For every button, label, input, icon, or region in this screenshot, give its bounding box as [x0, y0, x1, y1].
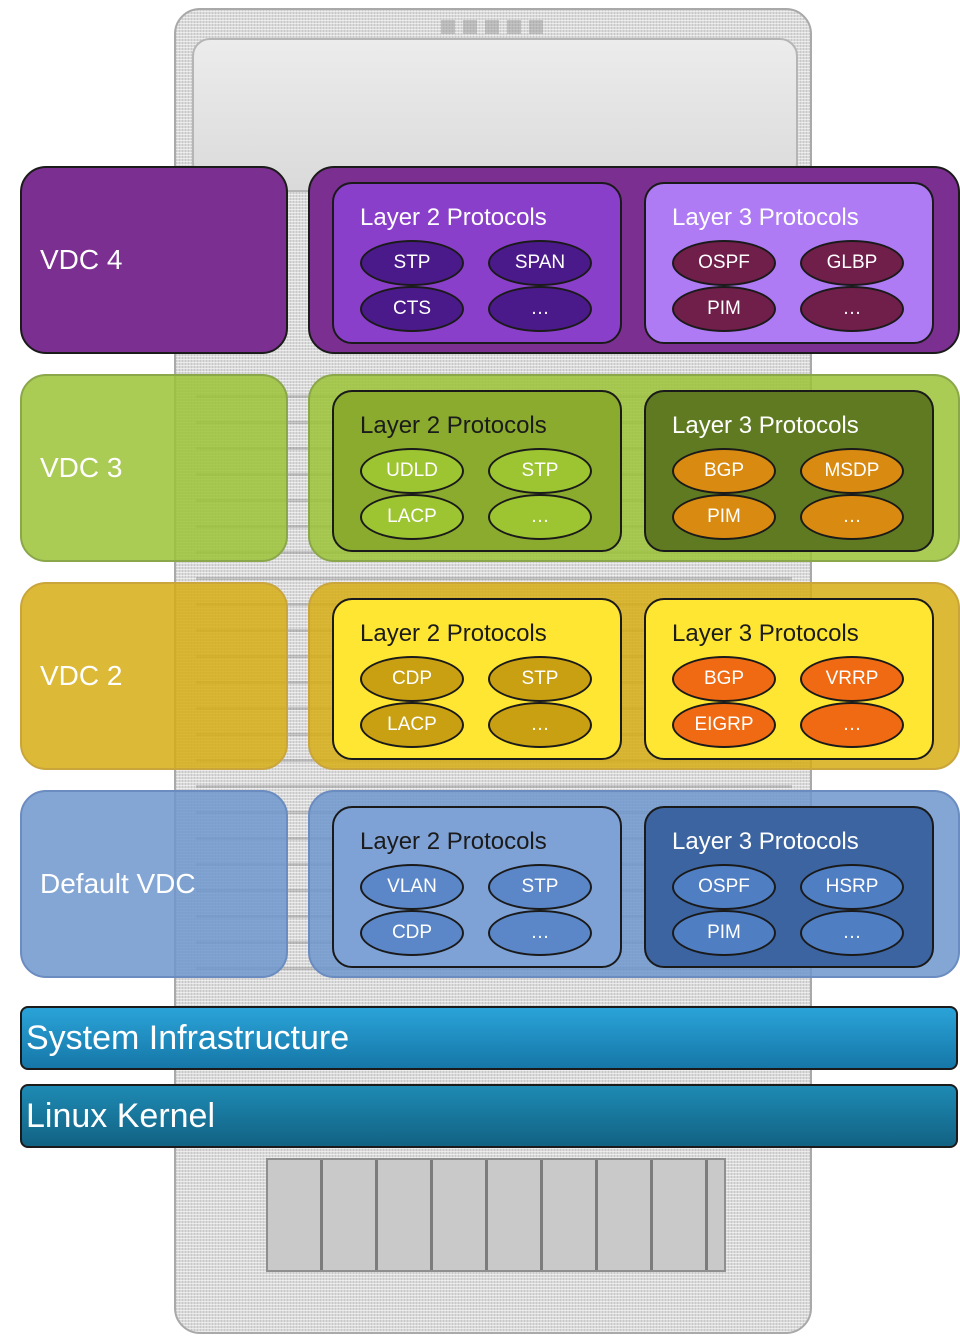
- protocol-oval: LACP: [360, 494, 464, 540]
- protocol-oval: UDLD: [360, 448, 464, 494]
- protocol-oval: BGP: [672, 448, 776, 494]
- protocol-oval: STP: [360, 240, 464, 286]
- layer2-title: Layer 2 Protocols: [360, 204, 547, 231]
- vdc-name: VDC 2: [40, 660, 123, 691]
- layer3-protocols-box: Layer 3 Protocols OSPF GLBP PIM …: [644, 182, 934, 344]
- protocol-oval: STP: [488, 448, 592, 494]
- protocol-oval: STP: [488, 864, 592, 910]
- protocol-oval: …: [800, 910, 904, 956]
- protocol-oval: SPAN: [488, 240, 592, 286]
- layer2-protocols-box: Layer 2 Protocols UDLD STP LACP …: [332, 390, 622, 552]
- layer2-protocols-box: Layer 2 Protocols STP SPAN CTS …: [332, 182, 622, 344]
- protocol-oval: PIM: [672, 494, 776, 540]
- vdc-label: VDC 4: [20, 166, 288, 354]
- vdc-protocol-panel: Layer 2 Protocols VLAN STP CDP … Layer 3…: [308, 790, 960, 978]
- protocol-oval: HSRP: [800, 864, 904, 910]
- protocol-oval: GLBP: [800, 240, 904, 286]
- protocol-oval: OSPF: [672, 240, 776, 286]
- vdc-protocol-panel: Layer 2 Protocols CDP STP LACP … Layer 3…: [308, 582, 960, 770]
- linux-kernel-bar: Linux Kernel: [20, 1084, 958, 1148]
- protocol-oval: MSDP: [800, 448, 904, 494]
- vdc-name: VDC 4: [40, 244, 123, 275]
- chassis-fan-tray: [266, 1158, 726, 1272]
- vdc-name: Default VDC: [40, 868, 196, 899]
- protocol-oval: …: [800, 286, 904, 332]
- protocol-oval: OSPF: [672, 864, 776, 910]
- layer3-protocols-box: Layer 3 Protocols BGP MSDP PIM …: [644, 390, 934, 552]
- protocol-oval: …: [800, 494, 904, 540]
- protocol-oval: …: [488, 494, 592, 540]
- protocol-oval: CTS: [360, 286, 464, 332]
- layer2-title: Layer 2 Protocols: [360, 412, 547, 439]
- protocol-oval: PIM: [672, 286, 776, 332]
- protocol-oval: PIM: [672, 910, 776, 956]
- layer3-title: Layer 3 Protocols: [672, 620, 859, 647]
- vdc-protocol-panel: Layer 2 Protocols UDLD STP LACP … Layer …: [308, 374, 960, 562]
- protocol-oval: STP: [488, 656, 592, 702]
- protocol-oval: VLAN: [360, 864, 464, 910]
- system-infrastructure-label: System Infrastructure: [26, 1018, 350, 1057]
- vdc-protocol-panel: Layer 2 Protocols STP SPAN CTS … Layer 3…: [308, 166, 960, 354]
- vdc-name: VDC 3: [40, 452, 123, 483]
- protocol-oval: EIGRP: [672, 702, 776, 748]
- protocol-oval: …: [488, 910, 592, 956]
- vdc-label: VDC 3: [20, 374, 288, 562]
- protocol-oval: …: [800, 702, 904, 748]
- vdc-label: Default VDC: [20, 790, 288, 978]
- protocol-oval: …: [488, 702, 592, 748]
- layer2-protocols-box: Layer 2 Protocols VLAN STP CDP …: [332, 806, 622, 968]
- layer3-title: Layer 3 Protocols: [672, 412, 859, 439]
- protocol-oval: BGP: [672, 656, 776, 702]
- layer3-protocols-box: Layer 3 Protocols OSPF HSRP PIM …: [644, 806, 934, 968]
- protocol-oval: CDP: [360, 910, 464, 956]
- protocol-oval: VRRP: [800, 656, 904, 702]
- layer3-title: Layer 3 Protocols: [672, 828, 859, 855]
- protocol-oval: CDP: [360, 656, 464, 702]
- layer3-title: Layer 3 Protocols: [672, 204, 859, 231]
- protocol-oval: LACP: [360, 702, 464, 748]
- layer3-protocols-box: Layer 3 Protocols BGP VRRP EIGRP …: [644, 598, 934, 760]
- layer2-protocols-box: Layer 2 Protocols CDP STP LACP …: [332, 598, 622, 760]
- linux-kernel-label: Linux Kernel: [26, 1096, 216, 1135]
- chassis-status-leds: [441, 20, 551, 34]
- layer2-title: Layer 2 Protocols: [360, 828, 547, 855]
- layer2-title: Layer 2 Protocols: [360, 620, 547, 647]
- system-infrastructure-bar: System Infrastructure: [20, 1006, 958, 1070]
- protocol-oval: …: [488, 286, 592, 332]
- vdc-label: VDC 2: [20, 582, 288, 770]
